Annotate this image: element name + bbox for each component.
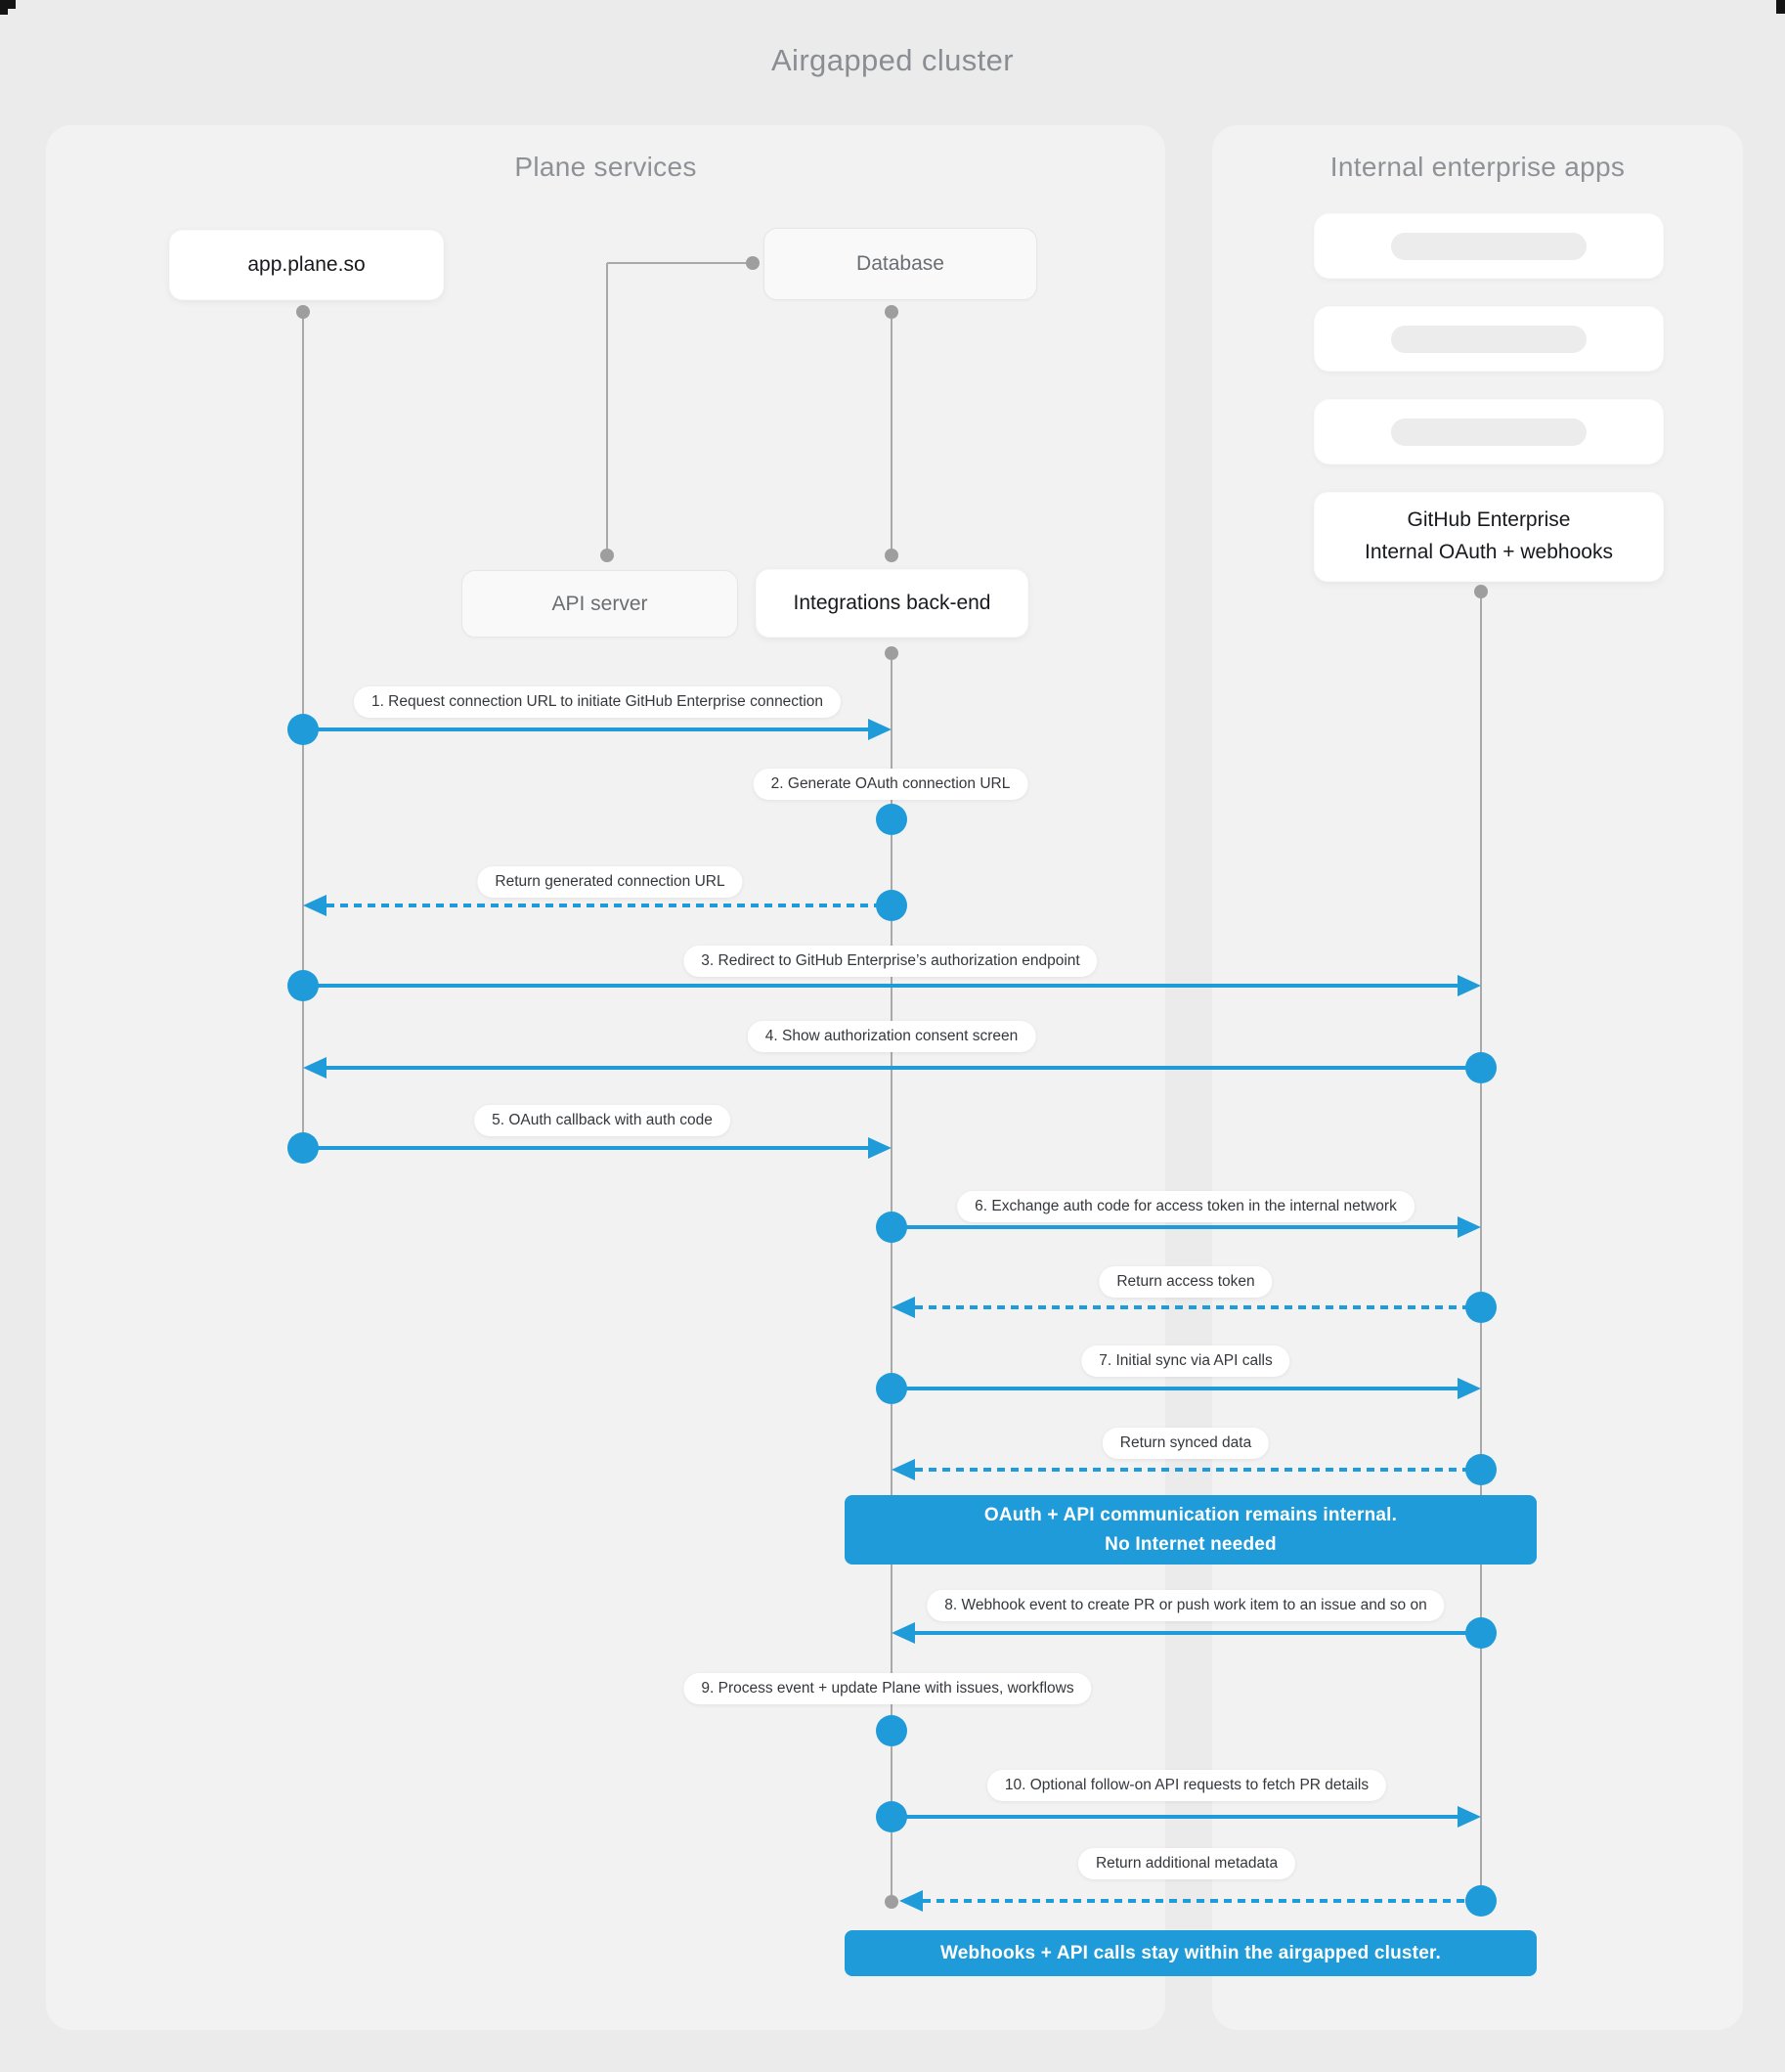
return-4-label: Return additional metadata [1077,1848,1296,1879]
return-3-label: Return synced data [1102,1428,1270,1459]
endpoint-dot-database-left [746,256,760,270]
skeleton-placeholder-bar [1391,418,1587,446]
node-api-server: API server [461,570,738,638]
message-10-arrowhead [1458,1806,1481,1828]
message-6-line [892,1225,1459,1229]
return-1-source-dot [876,890,907,921]
lifeline-github [1480,592,1482,1901]
endpoint-dot-database-bottom [885,305,898,319]
skeleton-app-card-1 [1314,213,1664,279]
corner-artifact-top-left-b [0,9,8,15]
endpoint-dot-integrations-top [885,549,898,562]
message-4-arrowhead [303,1057,327,1079]
node-integrations-backend: Integrations back-end [756,569,1028,638]
message-2-label: 2. Generate OAuth connection URL [753,769,1028,800]
message-3-label: 3. Redirect to GitHub Enterprise’s autho… [683,946,1098,977]
message-7-line [892,1387,1459,1390]
node-github-enterprise-line2: Internal OAuth + webhooks [1365,541,1613,563]
banner-airgapped-cluster-line1: Webhooks + API calls stay within the air… [939,1942,1441,1963]
message-4-label: 4. Show authorization consent screen [747,1021,1036,1052]
connector-elbow-vertical [606,263,608,555]
message-2-self-dot [876,804,907,835]
return-2-line [915,1305,1481,1309]
message-9-self-dot [876,1715,907,1746]
message-10-label: 10. Optional follow-on API requests to f… [986,1770,1387,1801]
node-app-plane-so-label: app.plane.so [247,253,366,276]
connector-database-to-integrations [891,312,892,555]
message-3-arrowhead [1458,975,1481,996]
corner-artifact-top-left-a [0,0,16,9]
node-github-enterprise: GitHub Enterprise Internal OAuth + webho… [1314,492,1664,582]
message-5-label: 5. OAuth callback with auth code [474,1105,730,1136]
return-3-source-dot [1465,1454,1497,1485]
message-7-label: 7. Initial sync via API calls [1081,1345,1290,1377]
skeleton-placeholder-bar [1391,325,1587,353]
skeleton-placeholder-bar [1391,232,1587,260]
message-9-label: 9. Process event + update Plane with iss… [683,1673,1092,1704]
message-6-arrowhead [1458,1216,1481,1238]
return-2-label: Return access token [1099,1266,1273,1298]
internal-enterprise-apps-header: Internal enterprise apps [1329,152,1626,182]
message-7-arrowhead [1458,1378,1481,1399]
skeleton-app-card-2 [1314,306,1664,372]
endpoint-dot-integrations-bottom [885,646,898,660]
banner-internal-communication: OAuth + API communication remains intern… [845,1495,1537,1565]
message-4-line [327,1066,1481,1070]
banner-internal-communication-line1: OAuth + API communication remains intern… [983,1505,1398,1526]
return-4-line [923,1899,1481,1903]
node-api-server-label: API server [551,592,648,615]
banner-airgapped-cluster: Webhooks + API calls stay within the air… [845,1930,1537,1976]
message-8-label: 8. Webhook event to create PR or push wo… [927,1590,1445,1621]
message-6-label: 6. Exchange auth code for access token i… [957,1191,1415,1222]
return-2-source-dot [1465,1292,1497,1323]
lifeline-integrations [891,653,892,1902]
return-1-label: Return generated connection URL [477,866,743,898]
return-4-arrowhead [899,1890,923,1912]
message-1-line [303,727,870,731]
return-3-line [915,1468,1481,1472]
message-10-line [892,1815,1459,1819]
return-2-arrowhead [892,1297,915,1318]
skeleton-app-card-3 [1314,399,1664,464]
endpoint-dot-integrations-terminal [885,1895,898,1909]
message-5-line [303,1146,870,1150]
connector-elbow-horizontal [607,262,753,264]
message-3-line [303,984,1459,988]
message-8-arrowhead [892,1622,915,1644]
node-database: Database [763,228,1037,300]
endpoint-dot-app [296,305,310,319]
message-1-arrowhead [868,719,892,740]
node-github-enterprise-line1: GitHub Enterprise [1407,508,1571,532]
return-1-line [327,904,892,907]
node-app-plane-so: app.plane.so [169,230,444,300]
plane-services-header: Plane services [514,152,697,182]
corner-artifact-top-right [1776,0,1785,14]
page-title: Airgapped cluster [770,43,1015,77]
message-1-label: 1. Request connection URL to initiate Gi… [353,686,842,718]
endpoint-dot-api-server-top [600,549,614,562]
message-8-line [915,1631,1481,1635]
banner-internal-communication-line2: No Internet needed [1105,1533,1277,1555]
return-3-arrowhead [892,1459,915,1480]
node-database-label: Database [856,252,944,275]
node-integrations-backend-label: Integrations back-end [793,592,991,614]
plane-services-panel [46,125,1165,2030]
endpoint-dot-github-bottom [1474,585,1488,598]
return-1-arrowhead [303,895,327,916]
message-5-arrowhead [868,1137,892,1159]
return-4-source-dot [1465,1885,1497,1917]
